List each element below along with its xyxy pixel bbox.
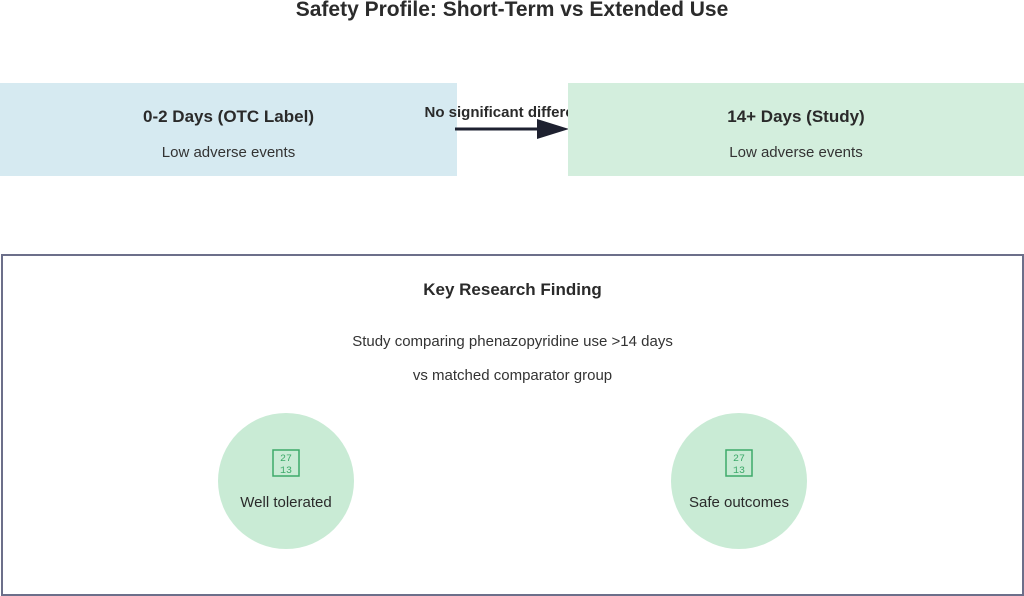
extended-use-subtext: Low adverse events [729, 144, 863, 161]
finding-circle-well-tolerated: 27 13 Well tolerated [218, 413, 354, 549]
svg-text:27: 27 [733, 454, 745, 465]
panel-title: Key Research Finding [423, 280, 602, 299]
missing-glyph-icon: 27 13 [272, 449, 300, 477]
svg-text:27: 27 [280, 454, 292, 465]
finding-circle-safe-outcomes: 27 13 Safe outcomes [671, 413, 807, 549]
svg-text:13: 13 [280, 466, 292, 477]
key-finding-panel: Key Research Finding Study comparing phe… [1, 254, 1024, 596]
finding-label: Safe outcomes [688, 494, 790, 511]
svg-text:13: 13 [733, 466, 745, 477]
extended-use-box: 14+ Days (Study) Low adverse events [568, 83, 1024, 176]
short-term-heading: 0-2 Days (OTC Label) [143, 107, 314, 126]
finding-label: Well tolerated [240, 494, 332, 511]
short-term-box: 0-2 Days (OTC Label) Low adverse events [0, 83, 457, 176]
arrow-label: No significant difference [424, 104, 600, 121]
missing-glyph-icon: 27 13 [725, 449, 753, 477]
short-term-subtext: Low adverse events [161, 144, 296, 161]
arrow-head [537, 119, 569, 139]
comparison-arrow [455, 119, 569, 139]
diagram-title: Safety Profile: Short-Term vs Extended U… [295, 0, 729, 21]
panel-description-line-1: Study comparing phenazopyridine use >14 … [352, 333, 673, 350]
extended-use-heading: 14+ Days (Study) [727, 107, 865, 126]
panel-description-line-2: vs matched comparator group [412, 367, 613, 384]
